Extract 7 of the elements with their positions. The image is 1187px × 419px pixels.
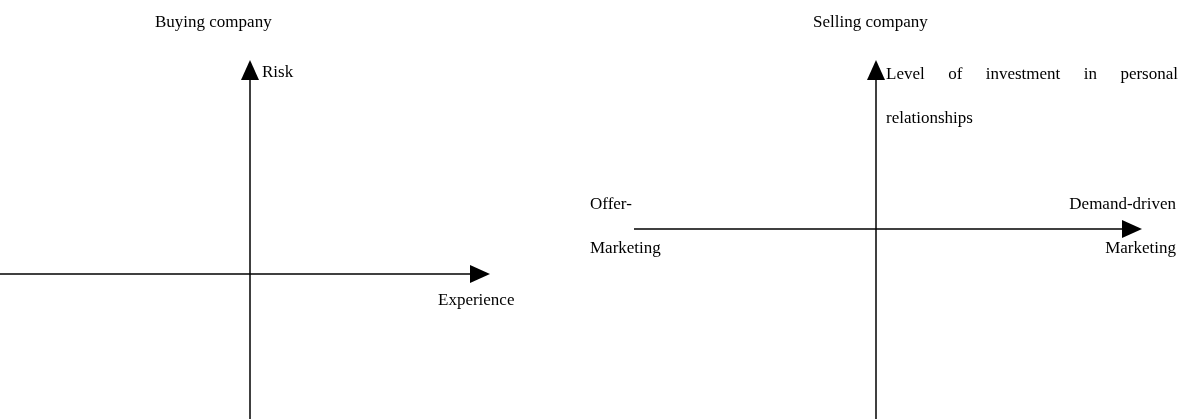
panel-heading: Selling company bbox=[813, 12, 928, 32]
axis-label: Level of investment in personal relationships bbox=[886, 63, 1178, 129]
axis-label: Risk bbox=[262, 62, 294, 82]
panel-heading: Buying company bbox=[155, 12, 272, 32]
axis-label: Experience bbox=[438, 290, 515, 310]
axis-label: Demand-driven Marketing bbox=[1068, 193, 1176, 259]
axis-label: Offer- Marketing bbox=[590, 193, 662, 259]
